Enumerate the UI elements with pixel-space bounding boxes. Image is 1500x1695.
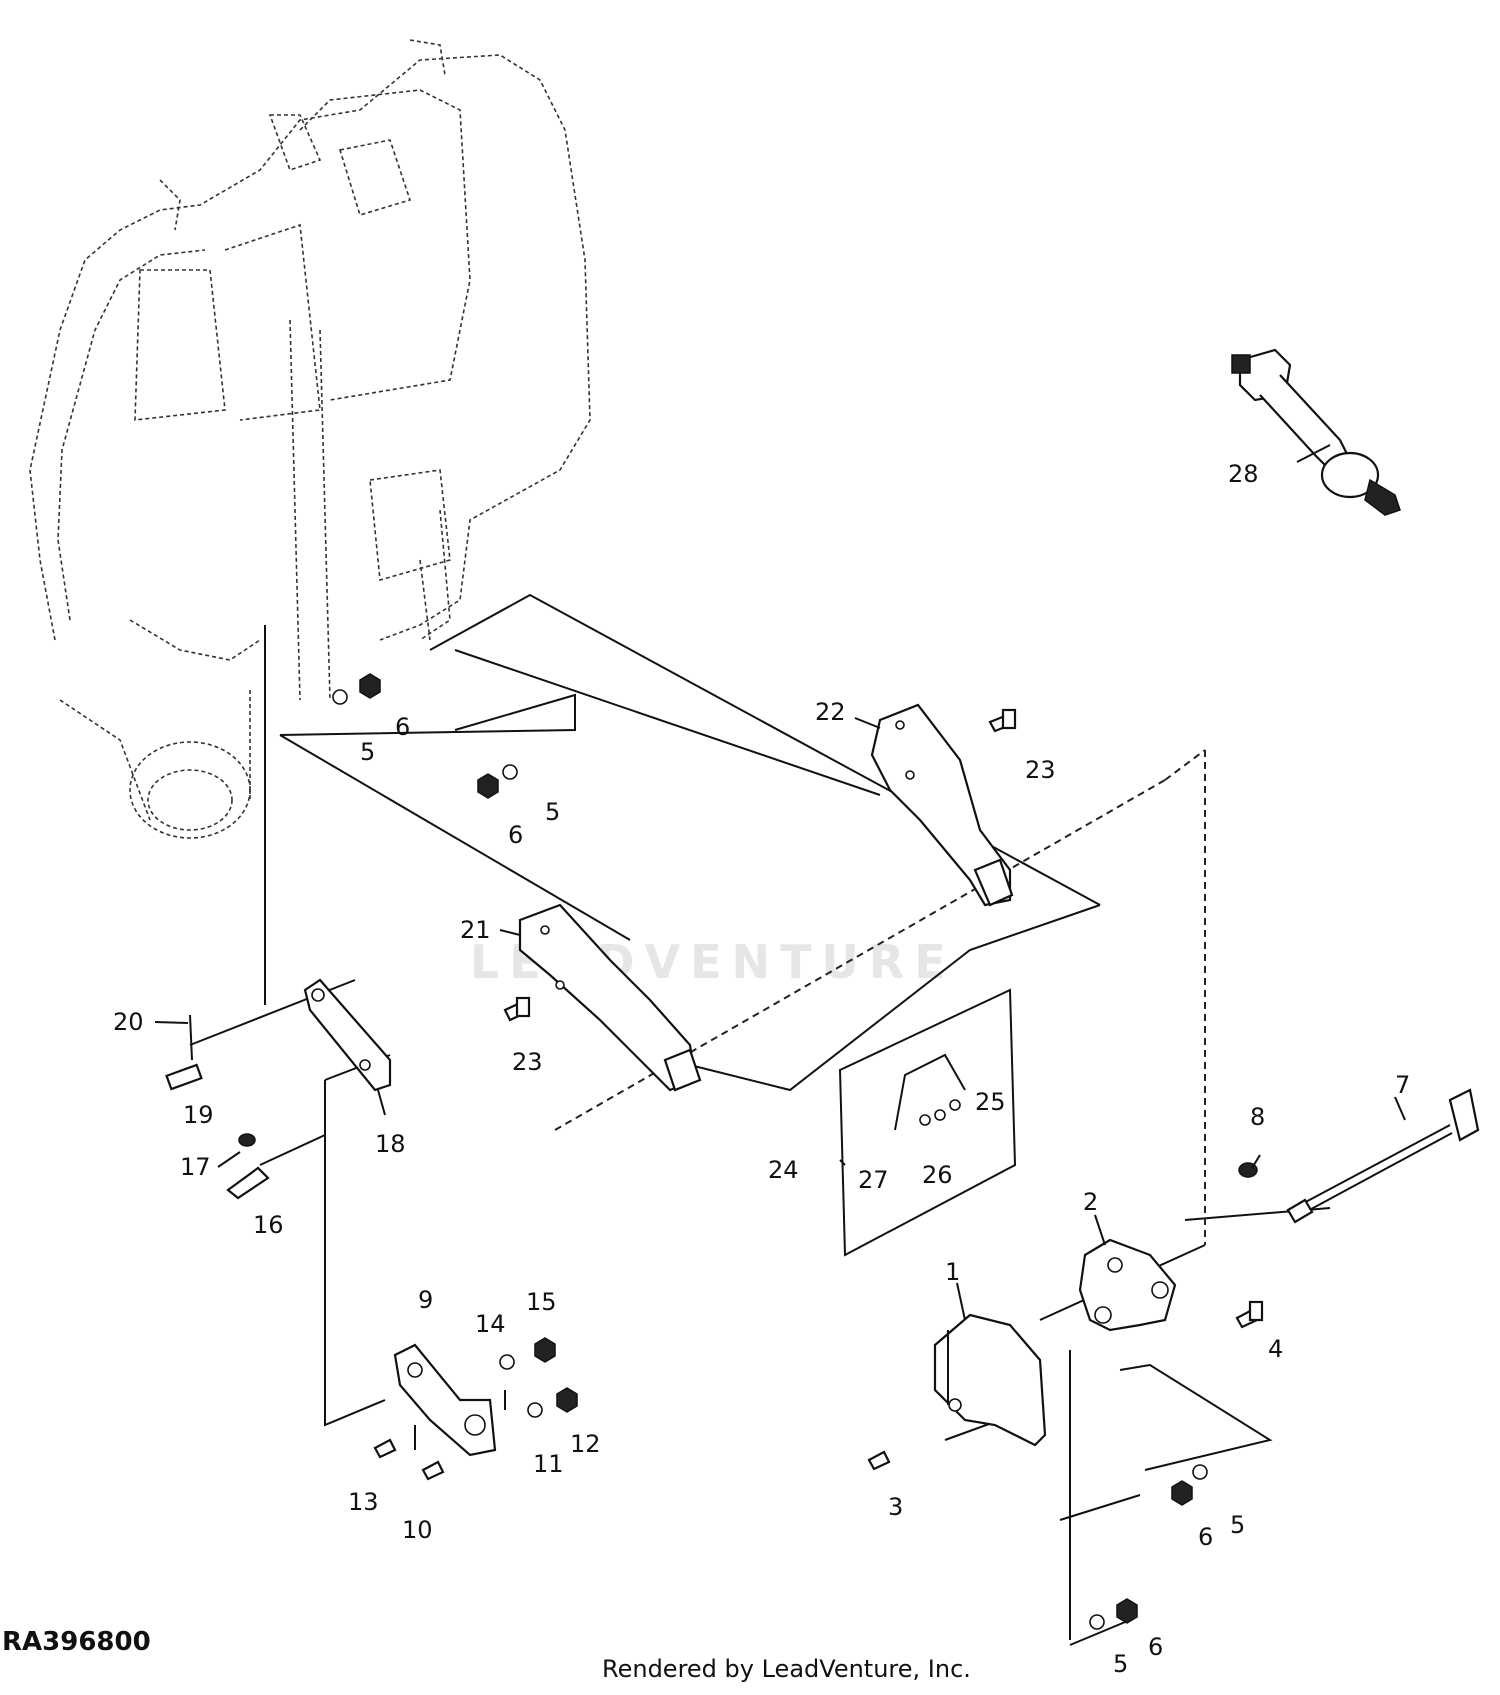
callout-24: 24	[768, 1156, 799, 1184]
callout-leaders	[154, 444, 1406, 1321]
callout-12: 12	[570, 1430, 601, 1458]
callout-23a: 23	[1025, 756, 1056, 784]
callout-numbers: 1 2 3 4 5 5 5 5 6 6 6 6 7 8 9 10 11 12 1…	[113, 460, 1410, 1678]
callout-11: 11	[533, 1450, 564, 1478]
callout-5c: 5	[1230, 1511, 1245, 1539]
callout-6a: 6	[395, 713, 410, 741]
callout-8: 8	[1250, 1103, 1265, 1131]
lock-pin-7	[1286, 1088, 1480, 1224]
pin-19-and-clip-20	[165, 1014, 203, 1091]
callout-5b: 5	[545, 798, 560, 826]
callout-21: 21	[460, 916, 491, 944]
callout-20: 20	[113, 1008, 144, 1036]
callout-7: 7	[1395, 1071, 1410, 1099]
callout-4: 4	[1268, 1335, 1283, 1363]
callout-19: 19	[183, 1101, 214, 1129]
pin-16-and-washer-17	[226, 1133, 270, 1200]
callout-10: 10	[402, 1516, 433, 1544]
callout-9: 9	[418, 1286, 433, 1314]
callout-18: 18	[375, 1130, 406, 1158]
callout-5a: 5	[360, 738, 375, 766]
mounting-bracket-22	[870, 703, 1014, 907]
callout-23b: 23	[512, 1048, 543, 1076]
callout-17: 17	[180, 1153, 211, 1181]
callout-6c: 6	[1198, 1523, 1213, 1551]
callout-16: 16	[253, 1211, 284, 1239]
callout-6b: 6	[508, 821, 523, 849]
callout-25: 25	[975, 1088, 1006, 1116]
callout-27: 27	[858, 1166, 889, 1194]
plate-1	[933, 1313, 1047, 1447]
callout-5d: 5	[1113, 1650, 1128, 1678]
hardware-fasteners	[332, 673, 1264, 1630]
link-arm-18	[303, 978, 392, 1092]
callout-2: 2	[1083, 1188, 1098, 1216]
callout-3: 3	[888, 1493, 903, 1521]
callout-13: 13	[348, 1488, 379, 1516]
render-credit: Rendered by LeadVenture, Inc.	[602, 1655, 971, 1683]
tractor-phantom-outline	[29, 39, 591, 839]
callout-26: 26	[922, 1161, 953, 1189]
callout-22: 22	[815, 698, 846, 726]
callout-6d: 6	[1148, 1633, 1163, 1661]
figure-id-label: RA396800	[2, 1627, 151, 1657]
bracket-9	[393, 1343, 506, 1457]
callout-1: 1	[945, 1258, 960, 1286]
callout-14: 14	[475, 1310, 506, 1338]
pto-driveshaft-28	[1231, 348, 1401, 516]
plate-2	[1078, 1238, 1177, 1332]
mounting-bracket-21	[518, 903, 702, 1092]
callout-28: 28	[1228, 460, 1259, 488]
kit-box-24	[838, 988, 1017, 1257]
callout-15: 15	[526, 1288, 557, 1316]
